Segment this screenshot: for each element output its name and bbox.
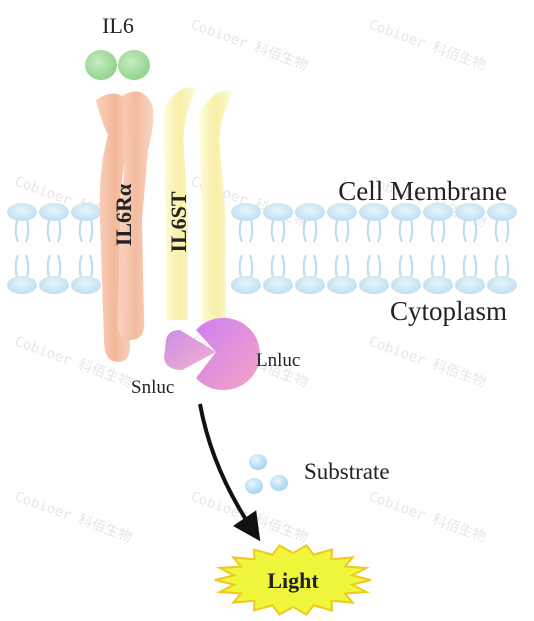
watermark-text: Cobioer 科佰生物 xyxy=(189,17,310,74)
lipid-head xyxy=(391,203,421,221)
watermark-text: Cobioer 科佰生物 xyxy=(367,489,488,546)
membrane-label: Cell Membrane xyxy=(338,176,507,206)
substrate-molecules xyxy=(245,454,288,494)
snluc-label: Snluc xyxy=(131,377,174,398)
lipid-head xyxy=(71,276,101,294)
lipid-head xyxy=(359,276,389,294)
lipid-head xyxy=(487,276,517,294)
lipid-head xyxy=(295,276,325,294)
lnluc-label: Lnluc xyxy=(256,350,300,371)
snluc-fragment xyxy=(164,330,216,370)
membrane-bilayer xyxy=(7,203,517,294)
watermark-text: Cobioer 科佰生物 xyxy=(367,17,488,74)
lipid-head xyxy=(231,276,261,294)
lipid-head xyxy=(295,203,325,221)
lipid-head xyxy=(359,203,389,221)
lipid-head xyxy=(423,276,453,294)
lnluc-fragment xyxy=(196,317,260,391)
lipid-head xyxy=(327,276,357,294)
il6st-receptor xyxy=(164,87,232,322)
lipid-head xyxy=(423,203,453,221)
lipid-head xyxy=(391,276,421,294)
il6-label: IL6 xyxy=(102,13,134,38)
lipid-head xyxy=(327,203,357,221)
lipid-head xyxy=(487,203,517,221)
light-burst xyxy=(214,544,372,616)
lipid-head xyxy=(263,203,293,221)
il6-ligand xyxy=(85,50,150,80)
lipid-head xyxy=(7,203,37,221)
substrate-label: Substrate xyxy=(304,459,390,484)
watermark-text: Cobioer 科佰生物 xyxy=(189,489,310,546)
cytoplasm-label: Cytoplasm xyxy=(390,296,507,326)
watermark-text: Cobioer 科佰生物 xyxy=(367,334,488,391)
il6ra-receptor xyxy=(96,91,154,362)
lipid-head xyxy=(71,203,101,221)
lipid-head xyxy=(7,276,37,294)
il6ra-label: IL6Rα xyxy=(111,183,136,246)
lipid-head xyxy=(39,276,69,294)
lipid-head xyxy=(455,203,485,221)
lipid-head xyxy=(455,276,485,294)
lipid-head xyxy=(231,203,261,221)
lipid-head xyxy=(39,203,69,221)
lipid-head xyxy=(263,276,293,294)
il6st-label: IL6ST xyxy=(166,191,191,252)
light-label: Light xyxy=(267,568,319,593)
reaction-arrow xyxy=(198,403,261,542)
watermark-text: Cobioer 科佰生物 xyxy=(13,489,134,546)
